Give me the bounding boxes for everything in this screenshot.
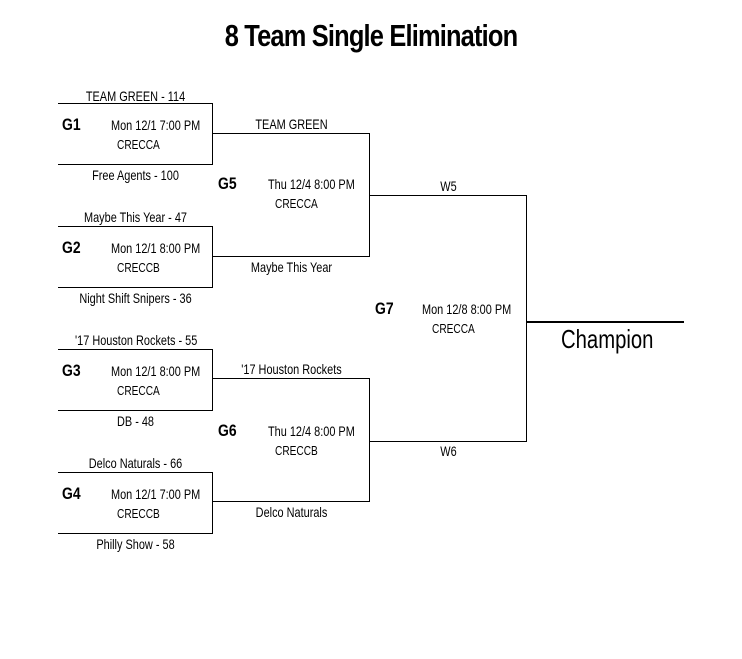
g1-top-line [58,103,213,104]
g3-top-line [58,349,213,350]
g3-time: Mon 12/1 8:00 PM [111,363,201,379]
g2-time: Mon 12/1 8:00 PM [111,240,201,256]
g7-bottom-slot: W6 [440,443,457,459]
g4-bottom-line [58,533,213,534]
g7-connector [526,195,527,442]
g1-bottom-line [58,164,213,165]
g5-top-team: TEAM GREEN [255,116,328,132]
g5-venue: CRECCA [275,196,318,211]
g1-time: Mon 12/1 7:00 PM [111,117,201,133]
g1-label: G1 [62,115,81,134]
g6-label: G6 [218,421,237,440]
g5-bottom-team: Maybe This Year [250,259,333,275]
g5-time: Thu 12/4 8:00 PM [268,176,355,192]
g2-bottom-team: Night Shift Snipers - 36 [79,290,192,306]
g7-top-line [370,195,527,196]
champion-label: Champion [561,324,654,354]
g5-connector [369,133,370,257]
g4-top-line [58,472,213,473]
g7-venue: CRECCA [432,321,475,336]
g6-time: Thu 12/4 8:00 PM [268,423,355,439]
g3-venue: CRECCA [117,383,160,398]
g4-label: G4 [62,484,81,503]
page-title: 8 Team Single Elimination [224,18,518,53]
g4-bottom-team: Philly Show - 58 [96,536,175,552]
g3-top-team: '17 Houston Rockets - 55 [75,332,198,348]
g3-bottom-team: DB - 48 [116,413,155,429]
g6-connector [369,378,370,501]
g1-bottom-team: Free Agents - 100 [92,167,179,183]
g5-label: G5 [218,174,237,193]
g3-connector [212,349,213,410]
g7-bottom-line [370,441,527,442]
g2-connector [212,226,213,287]
g2-top-line [58,226,213,227]
g4-time: Mon 12/1 7:00 PM [111,486,201,502]
g5-bottom-line [213,256,370,257]
g5-top-line [213,133,370,134]
g2-bottom-line [58,287,213,288]
g4-top-team: Delco Naturals - 66 [88,455,183,471]
g6-bottom-line [213,501,370,502]
g6-top-line [213,378,370,379]
g1-connector [212,103,213,164]
g3-label: G3 [62,361,81,380]
g1-venue: CRECCA [117,137,160,152]
g3-bottom-line [58,410,213,411]
g7-label: G7 [375,299,394,318]
g6-venue: CRECCB [275,443,318,458]
g1-top-team: TEAM GREEN - 114 [85,88,186,104]
g2-top-team: Maybe This Year - 47 [83,209,187,225]
g2-label: G2 [62,238,81,257]
g7-time: Mon 12/8 8:00 PM [422,301,512,317]
g2-venue: CRECCB [117,260,160,275]
g6-bottom-team: Delco Naturals [255,504,328,520]
g7-top-slot: W5 [440,178,457,194]
g4-connector [212,472,213,533]
g4-venue: CRECCB [117,506,160,521]
g6-top-team: '17 Houston Rockets [241,361,342,377]
champion-line [526,321,684,323]
